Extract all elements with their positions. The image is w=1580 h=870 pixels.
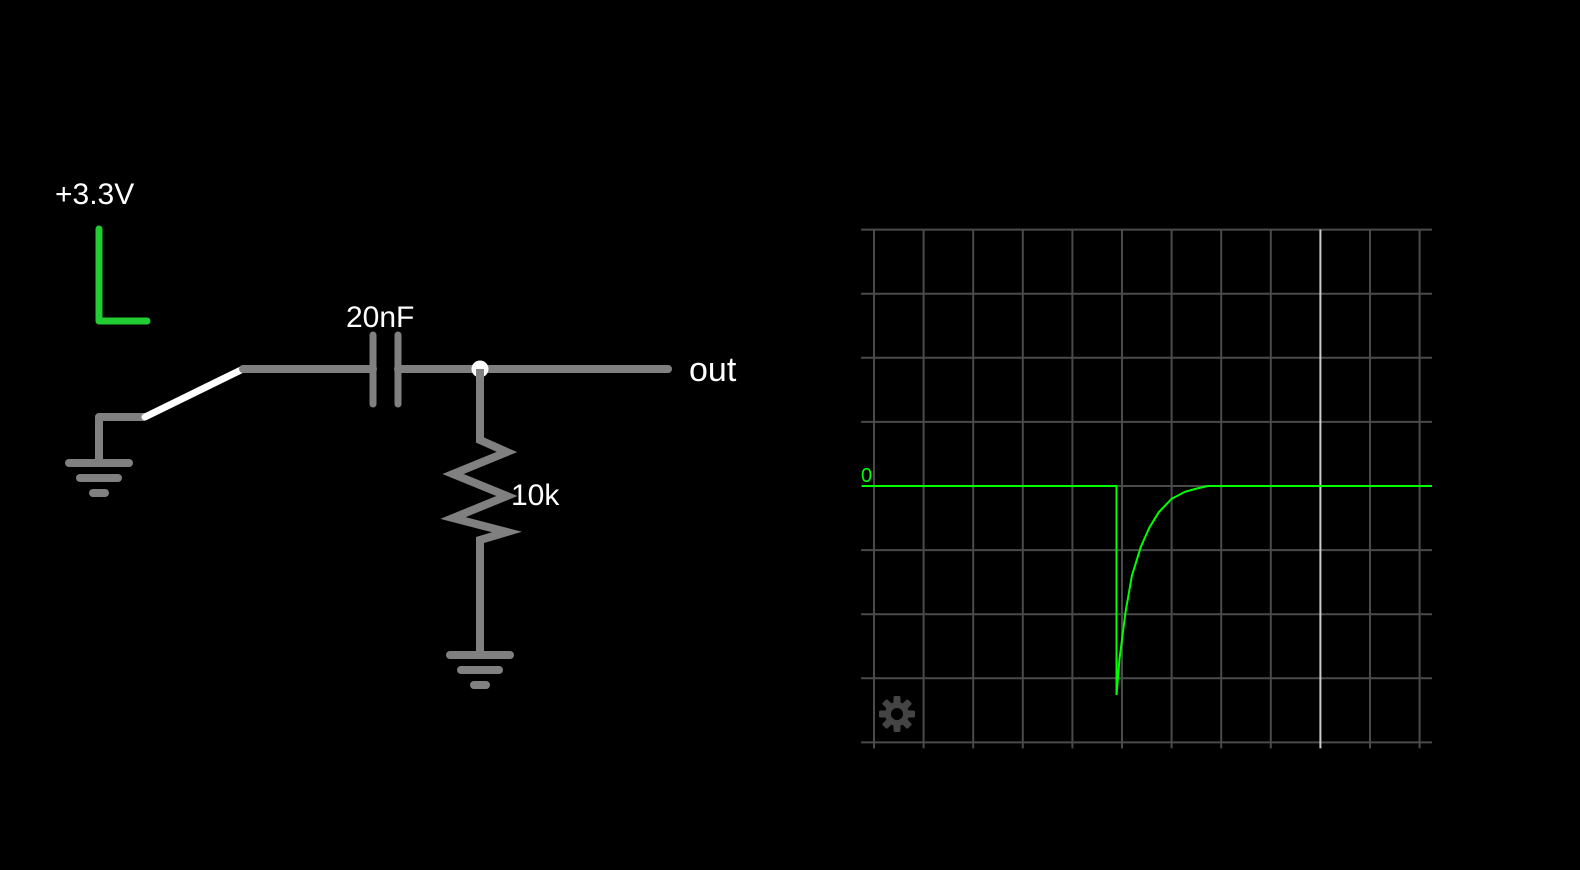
- zero-label: 0: [861, 465, 872, 487]
- gear-icon[interactable]: [879, 696, 915, 732]
- oscilloscope[interactable]: [861, 228, 1432, 749]
- resistor[interactable]: [440, 369, 522, 655]
- switch[interactable]: [95, 365, 247, 463]
- output-label: out: [689, 351, 737, 389]
- supply-label: +3.3V: [55, 178, 134, 211]
- ground-symbol-left: [65, 459, 133, 497]
- resistor-label: 10k: [511, 479, 560, 512]
- trace-out: [862, 485, 1432, 696]
- switch-ground-wire: [95, 413, 145, 463]
- ground-symbol-right: [446, 651, 514, 689]
- supply-indicator: [95, 225, 151, 325]
- capacitor-label: 20nF: [346, 301, 414, 334]
- switch-blade[interactable]: [141, 365, 247, 421]
